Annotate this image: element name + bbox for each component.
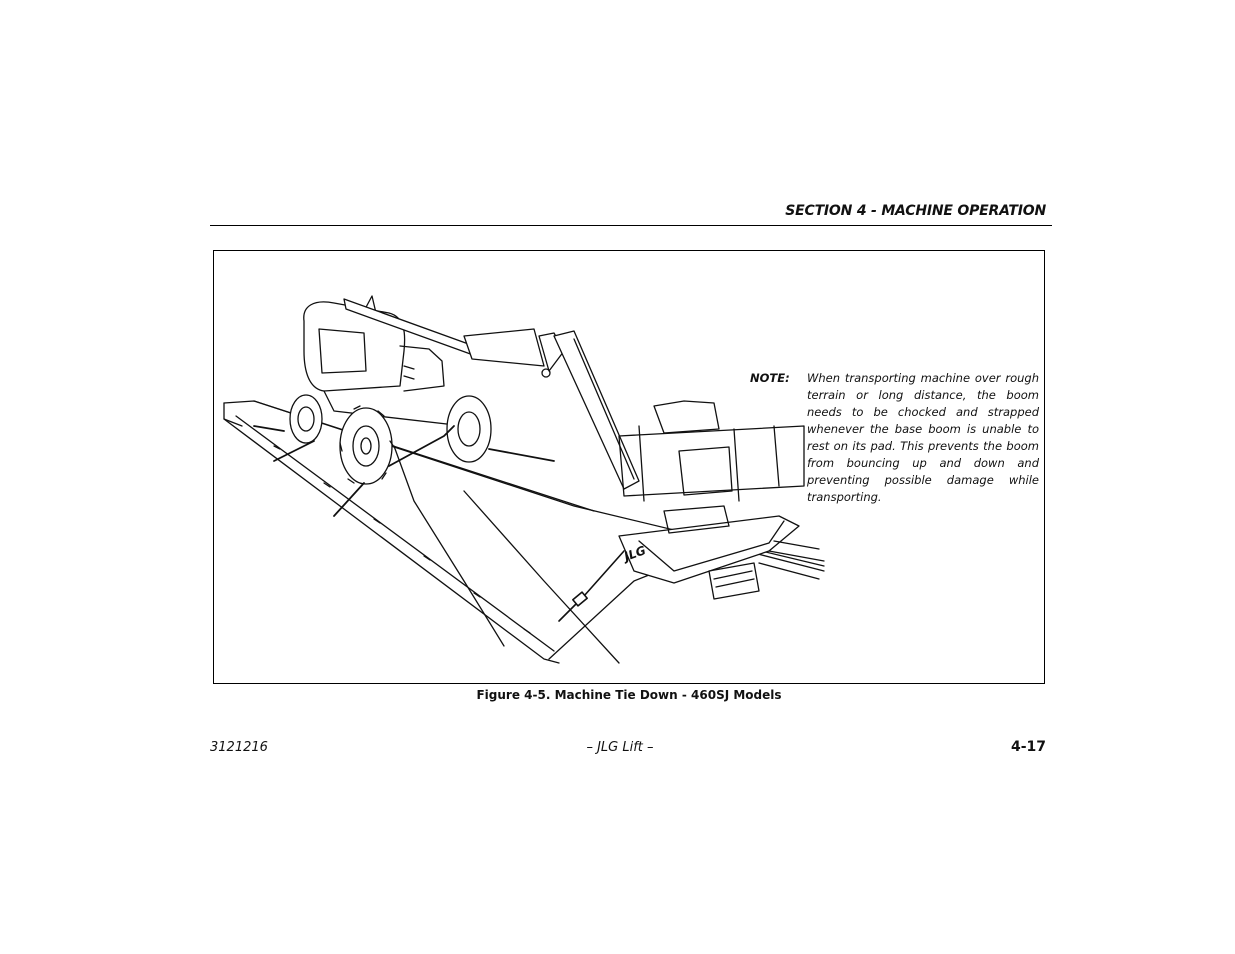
wheels bbox=[289, 394, 492, 485]
header-rule bbox=[210, 225, 1052, 226]
boom bbox=[343, 298, 640, 490]
tie-down-chains bbox=[253, 425, 555, 517]
footer-center-text: – JLG Lift – bbox=[586, 740, 654, 755]
figure-caption: Figure 4-5. Machine Tie Down - 460SJ Mod… bbox=[476, 688, 782, 702]
note-text: When transporting machine over rough ter… bbox=[807, 371, 1039, 504]
section-title: SECTION 4 - MACHINE OPERATION bbox=[785, 203, 1046, 219]
figure-frame bbox=[213, 250, 1045, 684]
page-number: 4-17 bbox=[1010, 739, 1046, 755]
document-number: 3121216 bbox=[210, 740, 268, 755]
boom-strap bbox=[558, 550, 625, 622]
machine-tie-down-illustration: JLG bbox=[223, 295, 825, 664]
note-label: NOTE: bbox=[750, 371, 790, 385]
platform bbox=[618, 400, 825, 600]
